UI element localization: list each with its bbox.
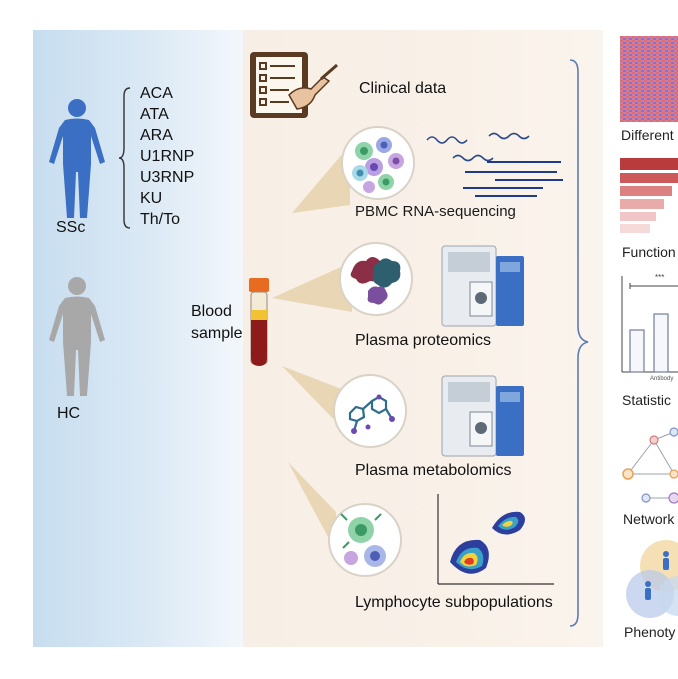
hc-label: HC: [57, 405, 81, 422]
phenotype-analysis-label: Phenoty: [624, 624, 676, 640]
plasma-proteomics-label: Plasma proteomics: [355, 332, 492, 349]
ssc-label: SSc: [56, 219, 86, 236]
bar-axis-label: Antibody: [650, 376, 674, 382]
flow-cytometry-plot: [437, 494, 554, 585]
pbmc-rnaseq-label: PBMC RNA-sequencing: [355, 203, 516, 220]
enrichment-bars-icon: [620, 158, 678, 233]
significance-marker: ***: [655, 273, 665, 282]
antibody-brace: [118, 87, 131, 229]
statistical-barchart-icon: [621, 276, 678, 373]
metabolite-molecules-icon: [333, 374, 407, 448]
blood-tube-icon: [249, 278, 269, 366]
analysis-brace: [569, 59, 589, 627]
plasma-metabolomics-label: Plasma metabolomics: [355, 462, 512, 479]
antibody-item: U1RNP: [140, 148, 195, 165]
omics-panel: [243, 30, 603, 647]
ssc-human-icon: [49, 99, 105, 218]
statistical-analysis-label: Statistic: [622, 392, 672, 408]
functional-analysis-label: Function: [622, 244, 676, 260]
blood-sample-label-line1: Blood: [191, 303, 232, 320]
lymphocyte-subpopulations-label: Lymphocyte subpopulations: [355, 594, 553, 611]
network-analysis-label: Network: [623, 511, 675, 527]
network-icon: [622, 427, 678, 504]
antibody-item: ACA: [140, 85, 173, 102]
antibody-item: ATA: [140, 106, 169, 123]
blood-sample-label-line2: sample: [191, 325, 243, 342]
hc-human-icon: [49, 277, 105, 396]
antibody-item: KU: [140, 190, 163, 207]
antibody-list: ACA ATA ARA U1RNP U3RNP KU Th/To: [140, 83, 194, 230]
phenotype-venn-icon: [626, 540, 678, 618]
lymphocytes-icon: [328, 503, 402, 577]
clinical-data-label: Clinical data: [359, 80, 447, 97]
mass-spectrometer-icon: [441, 375, 524, 457]
antibody-item: Th/To: [140, 211, 181, 228]
antibody-item: U3RNP: [140, 169, 195, 186]
mass-spectrometer-icon: [441, 245, 524, 327]
pbmc-cells-icon: [341, 126, 415, 200]
differential-analysis-label: Different: [621, 127, 674, 143]
heatmap-icon: [620, 36, 678, 122]
rna-reads-icon: [426, 132, 563, 197]
clipboard-icon: [250, 52, 338, 118]
protein-structures-icon: [339, 242, 413, 316]
antibody-item: ARA: [140, 127, 173, 144]
